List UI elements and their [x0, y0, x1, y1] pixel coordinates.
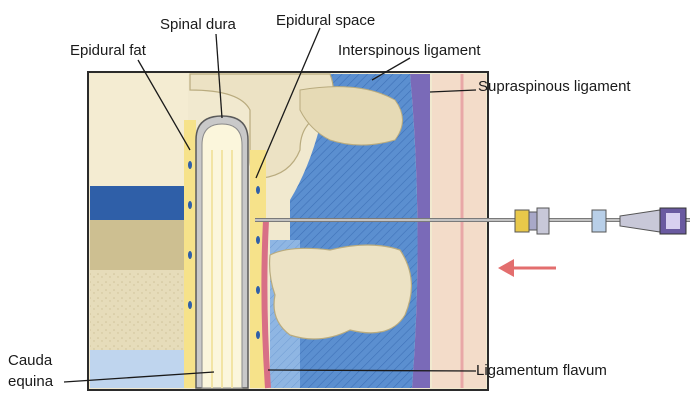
intervertebral-disc	[90, 186, 188, 220]
posterior-tissues	[410, 74, 486, 388]
epidural-space	[250, 150, 266, 388]
epidural-needle-icon	[255, 207, 690, 235]
label-epidural-fat: Epidural fat	[70, 42, 146, 59]
lower-spinous-process	[268, 244, 413, 340]
supraspinous-ligament	[410, 74, 430, 388]
label-cauda-line2: equina	[8, 373, 54, 390]
label-supraspinous-ligament: Supraspinous ligament	[478, 78, 631, 95]
label-interspinous-ligament: Interspinous ligament	[338, 42, 481, 59]
arrow-left-icon	[498, 259, 556, 277]
ligamentum-flavum	[261, 219, 271, 389]
vertebral-body	[90, 74, 188, 388]
label-spinal-dura: Spinal dura	[160, 16, 236, 33]
label-ligamentum-flavum: Ligamentum flavum	[476, 362, 607, 379]
label-epidural-space: Epidural space	[276, 12, 376, 29]
label-cauda-line1: Cauda	[8, 352, 53, 369]
spinal-dura	[195, 115, 249, 389]
leader-lines	[63, 27, 477, 383]
